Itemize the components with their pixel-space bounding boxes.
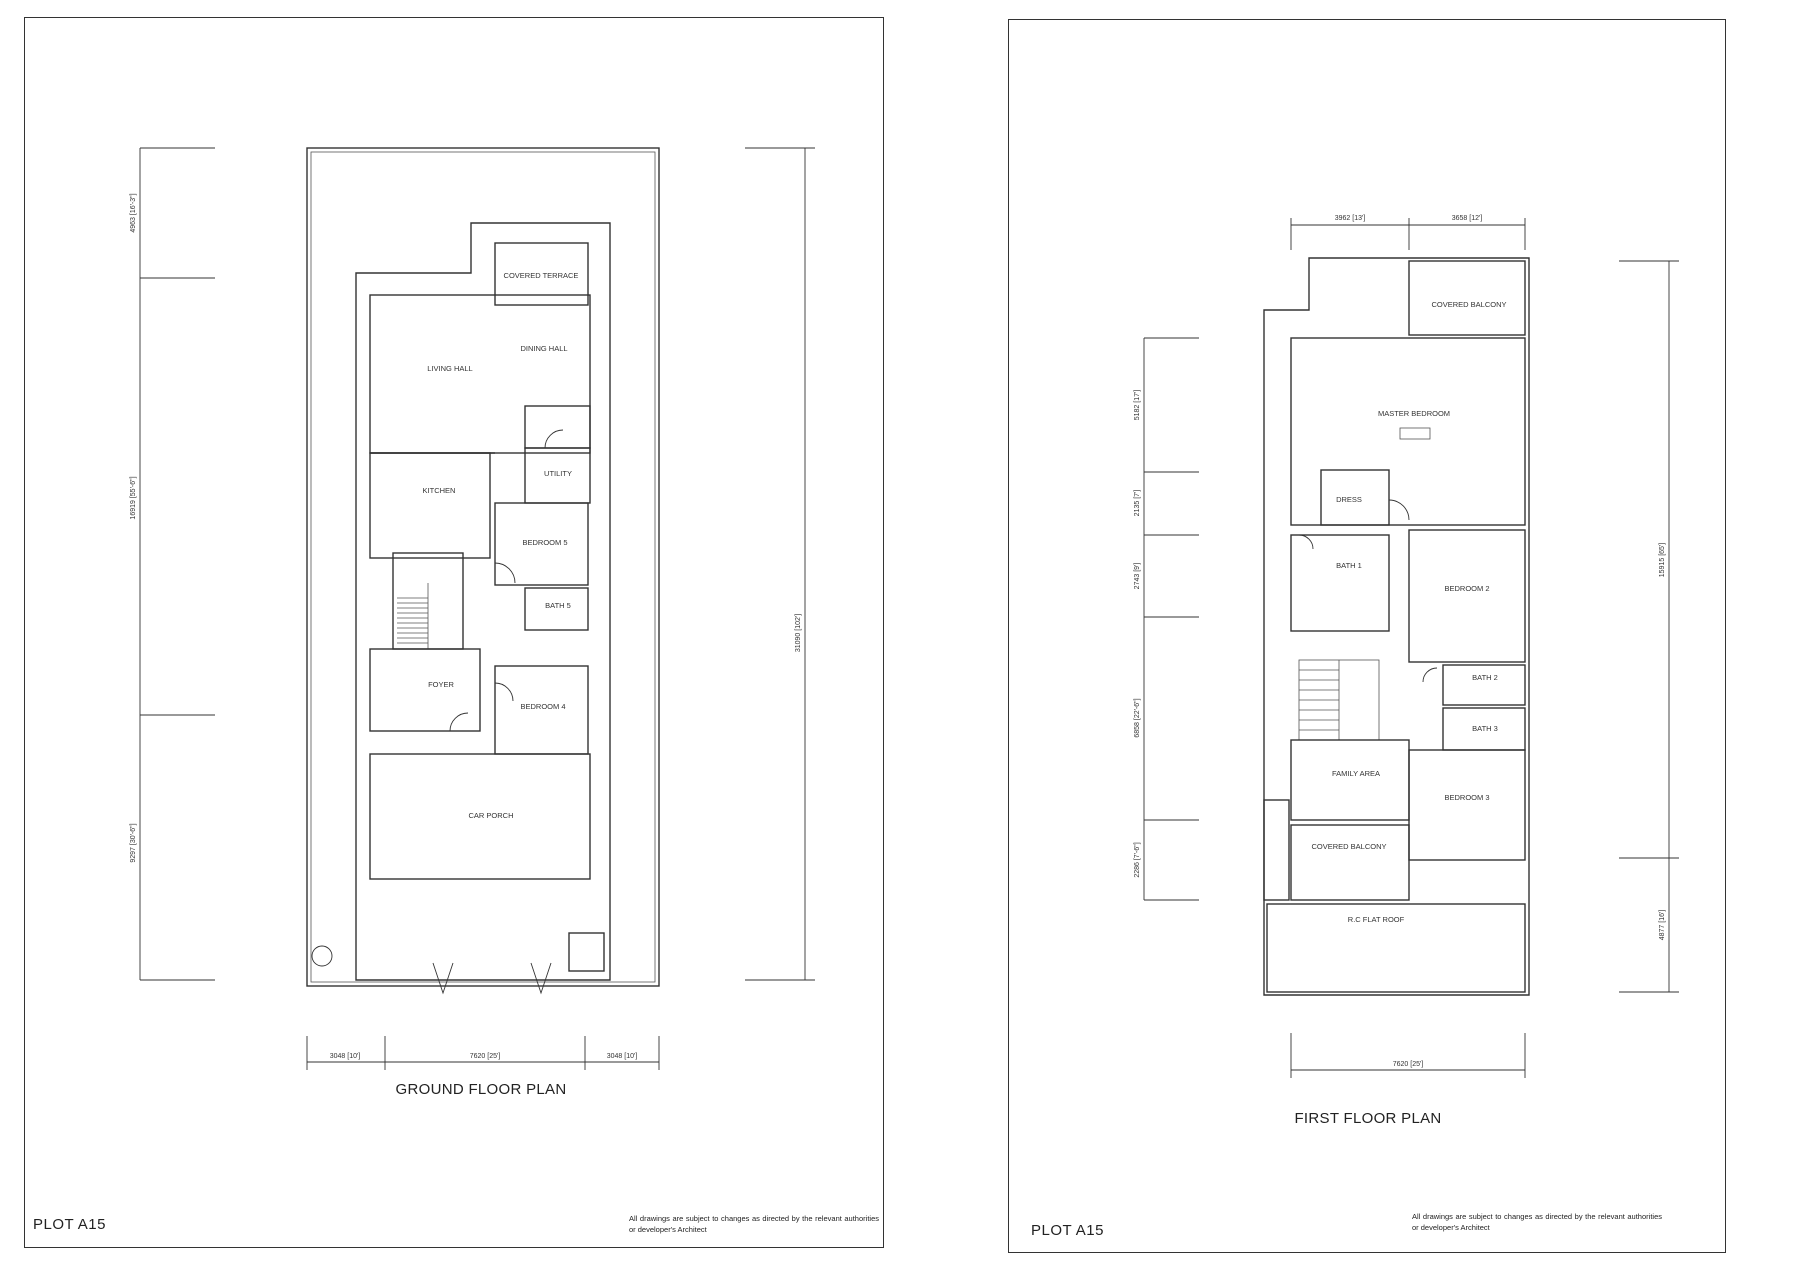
first-floor-sheet: COVERED BALCONY MASTER BEDROOM DRESS BAT… [1008,19,1726,1253]
first-disclaimer: All drawings are subject to changes as d… [1412,1212,1662,1232]
dim-bottom-left: 3048 [10'] [330,1053,361,1060]
room-rc-flat-roof: R.C FLAT ROOF [1348,915,1405,924]
dim-left-1: 5182 [17'] [1134,390,1141,421]
room-bedroom-2: BEDROOM 2 [1444,584,1489,593]
dim-right-total: 31090 [102'] [795,614,802,652]
ground-plot-label: PLOT A15 [33,1216,106,1233]
dim-left-mid: 16919 [55'-6"] [130,476,137,519]
dim-left-2: 2135 [7'] [1134,490,1141,517]
room-covered-balcony-top: COVERED BALCONY [1431,300,1506,309]
ground-floor-title: GROUND FLOOR PLAN [395,1081,567,1098]
dim-left-top: 4963 [16'-3"] [130,193,137,232]
dim-bottom-mid: 7620 [25'] [470,1053,501,1060]
room-dress: DRESS [1336,495,1362,504]
room-covered-terrace: COVERED TERRACE [504,271,579,280]
first-floor-title: FIRST FLOOR PLAN [1294,1110,1442,1127]
dim-top-left: 3962 [13'] [1335,215,1366,222]
room-bath-5: BATH 5 [545,601,571,610]
room-bath-3: BATH 3 [1472,724,1498,733]
room-bedroom-3: BEDROOM 3 [1444,793,1489,802]
ground-floor-sheet: COVERED TERRACE DINING HALL LIVING HALL … [24,17,884,1248]
room-master-bedroom: MASTER BEDROOM [1378,409,1450,418]
dim-left-5: 2286 [7'-6"] [1134,842,1141,877]
dim-left-3: 2743 [9'] [1134,563,1141,590]
room-car-porch: CAR PORCH [468,811,513,820]
building-outline [355,222,611,981]
room-foyer: FOYER [428,680,454,689]
dim-left-4: 6858 [22'-6"] [1134,698,1141,737]
room-kitchen: KITCHEN [423,486,456,495]
dim-bottom: 7620 [25'] [1393,1061,1424,1068]
room-family-area: FAMILY AREA [1332,769,1380,778]
room-bath-1: BATH 1 [1336,561,1362,570]
room-utility: UTILITY [544,469,572,478]
room-living-hall: LIVING HALL [427,364,472,373]
room-bedroom-5: BEDROOM 5 [522,538,567,547]
room-dining-hall: DINING HALL [520,344,567,353]
first-floor-drawing: COVERED BALCONY MASTER BEDROOM DRESS BAT… [1134,215,1679,1078]
first-plot-label: PLOT A15 [1031,1222,1104,1239]
site-boundary [306,147,660,987]
ground-floor-drawing: COVERED TERRACE DINING HALL LIVING HALL … [130,147,815,1070]
room-bath-2: BATH 2 [1472,673,1498,682]
dim-bottom-right: 3048 [10'] [607,1053,638,1060]
dim-left-bot: 9297 [30'-6"] [130,823,137,862]
room-bedroom-4: BEDROOM 4 [520,702,565,711]
dim-top-right: 3658 [12'] [1452,215,1483,222]
dim-right-2: 4877 [16'] [1659,910,1666,941]
dim-right-1: 15915 [65'] [1659,543,1666,577]
ground-disclaimer: All drawings are subject to changes as d… [629,1214,879,1234]
first-floor-outline [1263,257,1530,996]
room-covered-balcony-bottom: COVERED BALCONY [1311,842,1386,851]
